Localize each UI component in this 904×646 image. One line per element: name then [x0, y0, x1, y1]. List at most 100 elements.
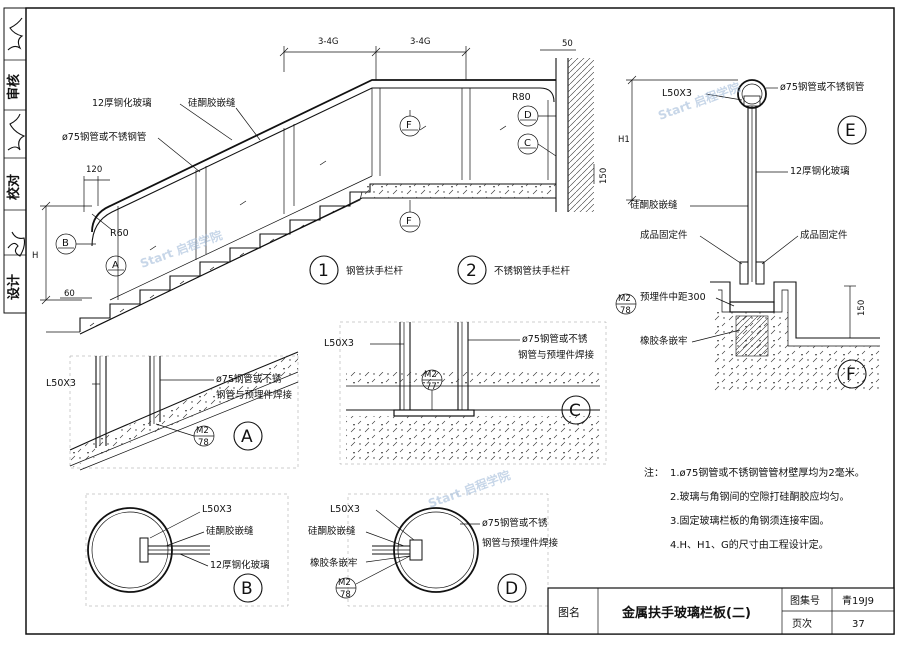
detail-c-label: C [561, 395, 591, 425]
svg-text:78: 78 [198, 438, 209, 448]
note-4: 4.H、H1、G的尺寸由工程设计定。 [670, 538, 829, 551]
dim-r60: R60 [110, 228, 129, 239]
svg-text:C: C [569, 401, 581, 421]
svg-text:不锈钢管扶手栏杆: 不锈钢管扶手栏杆 [494, 265, 571, 277]
svg-text:C: C [524, 138, 531, 149]
dim-120: 120 [86, 165, 102, 175]
label-pipe-elevation: ø75钢管或不锈钢管 [62, 131, 146, 143]
label-sealant-elevation: 硅酮胶嵌缝 [188, 97, 236, 109]
notes-prefix: 注： [644, 466, 664, 479]
label-pipe-e: ø75钢管或不锈钢管 [780, 81, 864, 93]
dim-150-f: 150 [857, 300, 867, 316]
detail-d-label: D [497, 573, 527, 603]
dim-wall-50: 50 [562, 39, 573, 49]
ref-m2-c: M2 77 [421, 369, 443, 410]
title-name-label: 图名 [558, 605, 580, 619]
note-2: 2.玻璃与角钢间的空隙打硅酮胶应均匀。 [670, 490, 850, 503]
svg-text:M2: M2 [196, 426, 209, 436]
signature-check [7, 113, 26, 151]
ref-m2-a: M2 78 [155, 423, 215, 448]
label-sealant-d: 硅酮胶嵌缝 [308, 525, 356, 537]
sidebar-check-label: 校对 [6, 174, 22, 200]
dim-3-4g-right: 3-4G [410, 37, 430, 47]
atlas-value: 青19J9 [842, 594, 874, 607]
svg-text:F: F [406, 120, 412, 131]
sidebar: 设计 校对 审核 [3, 7, 27, 314]
detail-b: L50X3 硅酮胶嵌缝 12厚钢化玻璃 B [85, 493, 289, 607]
detail-f-label: F [837, 359, 867, 389]
svg-text:F: F [846, 365, 856, 385]
ref-m2-f: M2 78 [615, 293, 637, 316]
svg-text:M2: M2 [618, 294, 631, 304]
svg-text:Start 启程学院: Start 启程学院 [138, 227, 224, 271]
label-weld-a-2: 钢管与预埋件焊接 [216, 389, 293, 401]
outer-frame [25, 7, 895, 635]
label-embed-f: 预埋件中距300 [640, 291, 706, 303]
label-angle-a: L50X3 [46, 378, 76, 389]
svg-text:D: D [505, 579, 518, 599]
svg-text:E: E [845, 121, 856, 141]
label-fix-left: 成品固定件 [640, 229, 688, 241]
ref-bubble-f-top: F [399, 110, 421, 137]
label-glass-e: 12厚钢化玻璃 [790, 165, 850, 177]
dim-150-elevation: 150 [599, 168, 609, 184]
page-label: 页次 [792, 617, 812, 630]
note-1: 1.ø75钢管或不锈钢管管材壁厚均为2毫米。 [670, 466, 865, 479]
dim-60: 60 [64, 289, 75, 299]
ref-bubble-f-bottom: F [399, 200, 421, 233]
svg-text:钢管扶手栏杆: 钢管扶手栏杆 [346, 265, 404, 277]
title-block: 图名 金属扶手玻璃栏板(二) 图集号 青19J9 页次 37 [547, 587, 895, 635]
label-fix-right: 成品固定件 [800, 229, 848, 241]
dim-h1: H1 [618, 135, 630, 145]
detail-e-f: H1 150 L50X3 ø75钢管或不锈钢管 12厚钢化玻璃 硅酮胶嵌缝 成品… [615, 75, 880, 392]
drawing-title: 金属扶手玻璃栏板(二) [621, 605, 751, 621]
detail-b-label: B [233, 573, 263, 603]
label-angle-c: L50X3 [324, 338, 354, 349]
label-weld-d-1: ø75钢管或不锈 [482, 517, 548, 529]
sidebar-design-label: 设计 [6, 274, 22, 300]
svg-text:B: B [241, 579, 253, 599]
ref-bubble-d: D [517, 105, 556, 127]
stair-elevation: 3-4G 3-4G 50 [32, 37, 609, 335]
notes: 注： 1.ø75钢管或不锈钢管管材壁厚均为2毫米。 2.玻璃与角钢间的空隙打硅酮… [644, 466, 865, 551]
detail-c: L50X3 ø75钢管或不锈 钢管与预埋件焊接 M2 77 C [324, 321, 607, 465]
svg-text:F: F [406, 216, 412, 227]
svg-text:1: 1 [318, 261, 329, 281]
caption-1: 1 钢管扶手栏杆 [309, 255, 404, 285]
label-angle-b: L50X3 [202, 504, 232, 515]
label-angle-d: L50X3 [330, 504, 360, 515]
label-sealant-f: 硅酮胶嵌缝 [630, 199, 678, 211]
svg-text:77: 77 [426, 382, 437, 392]
ref-bubble-a: A [105, 255, 127, 277]
sidebar-review-label: 审核 [6, 74, 22, 100]
label-angle-e: L50X3 [662, 88, 692, 99]
svg-text:2: 2 [466, 261, 477, 281]
label-weld-d-2: 钢管与预埋件焊接 [482, 537, 559, 549]
dim-3-4g-left: 3-4G [318, 37, 338, 47]
label-rubber-f: 橡胶条嵌牢 [640, 335, 688, 347]
svg-text:Start 启程学院: Start 启程学院 [656, 79, 742, 123]
dim-r80: R80 [512, 92, 531, 103]
label-weld-c-2: 钢管与预埋件焊接 [518, 349, 595, 361]
ref-bubble-c: C [517, 133, 557, 157]
signature-review [7, 17, 24, 51]
label-glass-elevation: 12厚钢化玻璃 [92, 97, 152, 109]
svg-text:D: D [524, 110, 532, 121]
atlas-label: 图集号 [790, 594, 820, 607]
svg-text:A: A [112, 260, 119, 271]
ref-bubble-b: B [55, 233, 96, 255]
svg-text:Start 启程学院: Start 启程学院 [426, 467, 512, 511]
note-3: 3.固定玻璃栏板的角钢须连接牢固。 [670, 514, 830, 527]
label-rubber-d: 橡胶条嵌牢 [310, 557, 358, 569]
signature-design [7, 231, 26, 257]
svg-text:M2: M2 [424, 370, 437, 380]
detail-a-label: A [233, 421, 263, 451]
svg-text:B: B [62, 238, 69, 249]
detail-d: L50X3 硅酮胶嵌缝 橡胶条嵌牢 ø75钢管或不锈 钢管与预埋件焊接 M2 7… [308, 493, 559, 607]
svg-text:78: 78 [620, 306, 631, 316]
caption-2: 2 不锈钢管扶手栏杆 [457, 255, 571, 285]
label-sealant-b: 硅酮胶嵌缝 [206, 525, 254, 537]
svg-text:A: A [241, 427, 253, 447]
detail-e-label: E [837, 115, 867, 145]
